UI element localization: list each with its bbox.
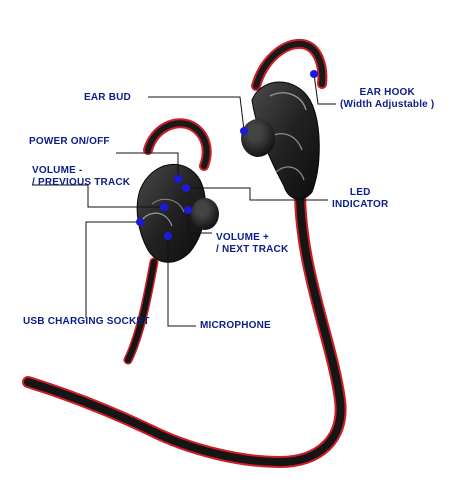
leader-ear-hook [313,73,336,105]
leader-usb [85,221,138,318]
left-earpiece [136,118,219,263]
usb-socket-label: USB CHARGING SOCKET [23,316,150,328]
marker-dots [136,70,318,240]
right-earpiece [241,38,328,200]
volume-up-text: VOLUME + [216,232,269,243]
microphone-text: MICROPHONE [200,320,271,331]
power-text: POWER ON/OFF [29,136,110,147]
volume-down-subtext: / PREVIOUS TRACK [32,177,131,188]
ear-bud-text: EAR BUD [84,92,131,103]
volume-up-subtext: / NEXT TRACK [216,244,289,255]
leader-volume-up [187,210,212,234]
leader-power [116,152,179,177]
marker-power [174,175,182,183]
led-subtext: INDICATOR [332,199,389,210]
volume-down-text: VOLUME - [32,165,83,176]
marker-ear-hook [310,70,318,78]
marker-volume-down [160,203,168,211]
ear-hook-label: EAR HOOK (Width Adjustable ) [340,87,434,111]
led-indicator-label: LED INDICATOR [332,187,388,211]
led-text: LED [349,187,371,198]
leader-volume-down [32,184,164,208]
marker-volume-up [184,206,192,214]
usb-text: USB CHARGING SOCKET [23,316,150,327]
power-label: POWER ON/OFF [29,136,110,148]
leader-lines [32,73,336,327]
leader-microphone [167,236,196,327]
ear-hook-text: EAR HOOK [359,87,415,98]
microphone-label: MICROPHONE [200,320,271,332]
leader-ear-bud [148,96,245,131]
leader-led [186,187,328,201]
marker-led [182,184,190,192]
marker-microphone [164,232,172,240]
marker-ear-bud [240,127,248,135]
ear-hook-subtext: (Width Adjustable ) [340,99,435,110]
neckband-cable [22,184,347,469]
marker-usb [136,218,144,226]
ear-bud-label: EAR BUD [84,92,131,104]
volume-down-label: VOLUME - / PREVIOUS TRACK [32,165,130,189]
volume-up-label: VOLUME + / NEXT TRACK [216,232,288,256]
